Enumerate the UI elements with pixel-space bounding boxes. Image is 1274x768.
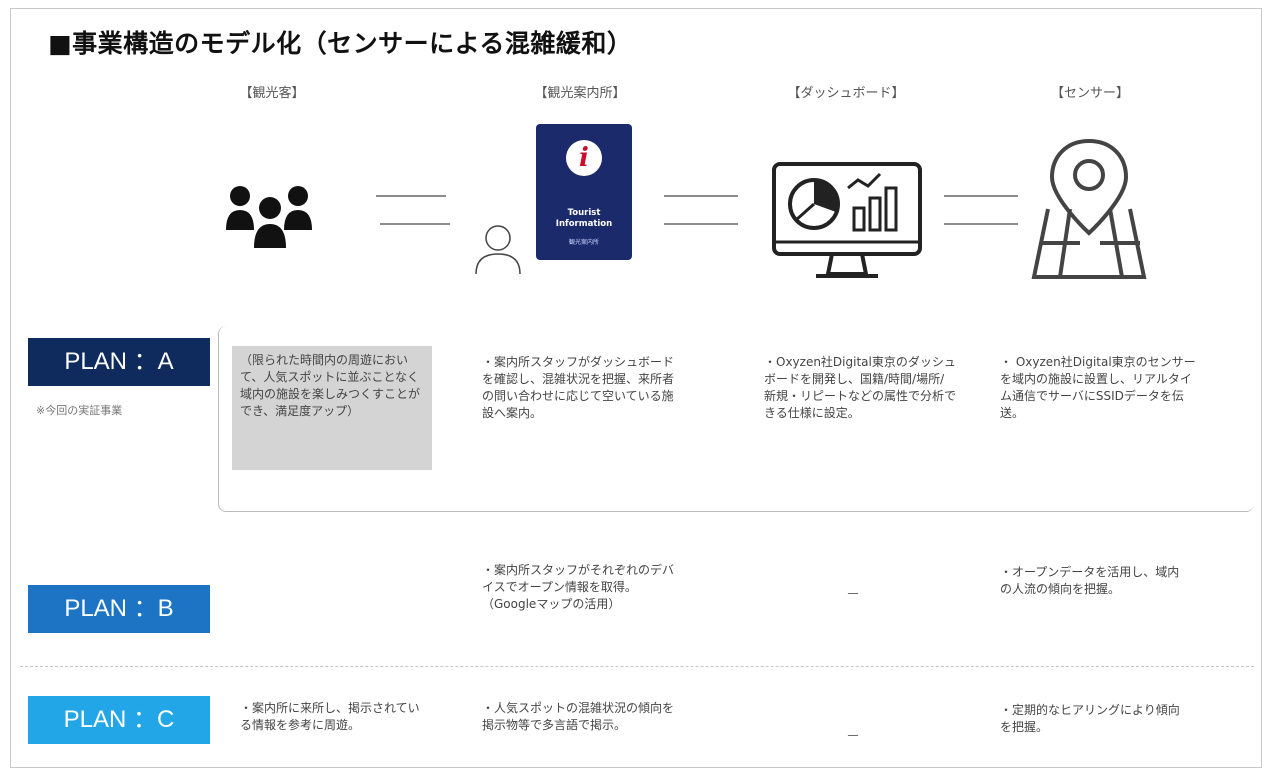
column-header-dashboard: 【ダッシュボード】 <box>787 86 905 101</box>
arrow-pair-icon <box>376 195 450 225</box>
column-header-info-center: 【観光案内所】 <box>534 86 626 101</box>
plan-b-label: PLAN ：B <box>28 585 210 633</box>
divider <box>20 666 1254 667</box>
column-header-sensor: 【センサー】 <box>1050 86 1129 101</box>
dashboard-monitor-icon <box>772 162 922 278</box>
arrow-pair-icon <box>944 195 1018 225</box>
plan-a-sensor-cell: ・ Oxyzen社Digital東京のセンサーを域内の施設に設置し、リアルタイム… <box>1000 355 1196 420</box>
plan-c-sensor-cell: ・定期的なヒアリングにより傾向を把握。 <box>1000 703 1180 734</box>
plan-a-info-cell: ・案内所スタッフがダッシュボードを確認し、混雑状況を把握、来所者の問い合わせに応… <box>482 355 675 420</box>
info-i-icon: i <box>566 140 602 176</box>
plan-a-label: PLAN ：A <box>28 338 210 386</box>
plan-a-panel <box>218 326 1254 512</box>
plan-b-dashboard-cell: － <box>846 587 860 603</box>
plan-c-dashboard-cell: － <box>846 729 860 745</box>
page-title: ■事業構造のモデル化（センサーによる混雑緩和） <box>48 29 633 58</box>
plan-c-info-cell: ・人気スポットの混雑状況の傾向を掲示物等で多言語で掲示。 <box>482 701 675 732</box>
map-pin-icon <box>1031 138 1147 279</box>
plan-b-info-cell: ・案内所スタッフがそれぞれのデバイスでオープン情報を取得。 （Googleマップ… <box>482 563 675 611</box>
badge-sublabel: 観光案内所 <box>568 239 599 246</box>
column-header-tourist: 【観光客】 <box>239 86 305 101</box>
plan-b-sensor-cell: ・オープンデータを活用し、域内の人流の傾向を把握。 <box>1000 565 1180 596</box>
plan-c-label: PLAN ：C <box>28 696 210 744</box>
plan-a-dashboard-cell: ・Oxyzen社Digital東京のダッシュボードを開発し、国籍/時間/場所/新… <box>764 355 957 420</box>
plan-c-tourist-cell: ・案内所に来所し、掲示されている情報を参考に周遊。 <box>240 701 420 732</box>
plan-a-note: ※今回の実証事業 <box>36 404 123 417</box>
arrow-pair-icon <box>664 195 738 225</box>
plan-a-tourist-cell: （限られた時間内の周遊において、人気スポットに並ぶことなく域内の施設を楽しみつく… <box>232 346 432 470</box>
person-outline-icon <box>475 225 521 275</box>
people-icon <box>226 186 312 248</box>
